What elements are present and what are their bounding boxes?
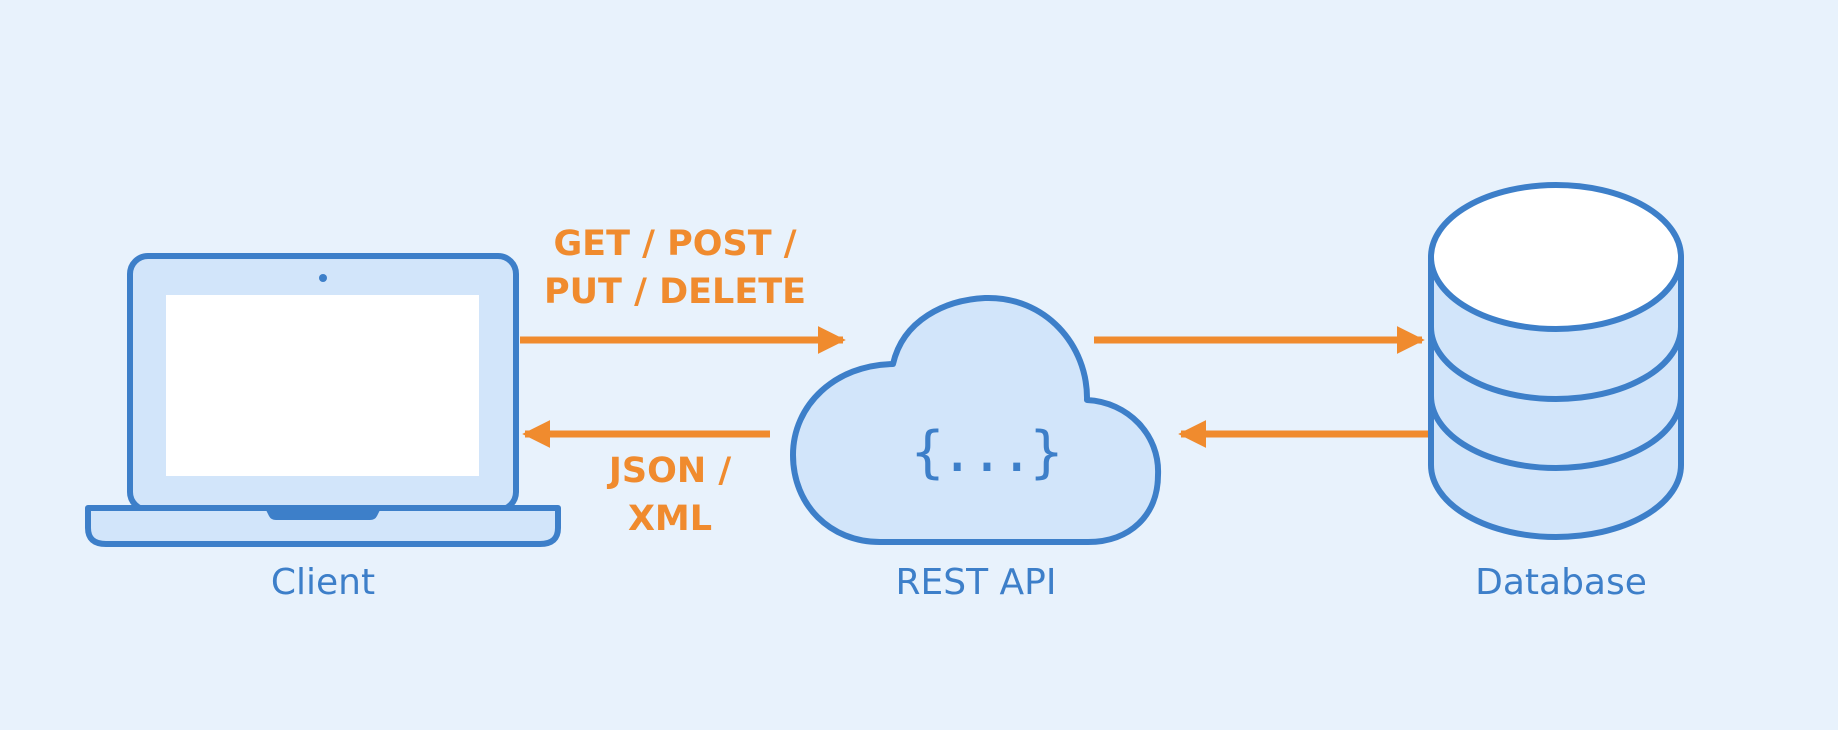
request-methods-line-1: GET / POST / [553,224,797,264]
response-format-line-2: XML [627,499,713,539]
api-json-glyph: {...} [910,420,1064,485]
camera-dot [319,274,327,282]
response-format-label: JSON / XML [590,447,750,543]
cloud-icon [790,294,1162,545]
rest-api-label: REST API [895,562,1057,603]
request-methods-label: GET / POST / PUT / DELETE [540,220,810,316]
laptop-icon [85,253,561,547]
client-label: Client [270,562,376,603]
database-icon [1428,182,1684,540]
database-label: Database [1475,562,1647,603]
request-methods-line-2: PUT / DELETE [543,272,807,312]
response-format-line-1: JSON / [608,451,732,491]
